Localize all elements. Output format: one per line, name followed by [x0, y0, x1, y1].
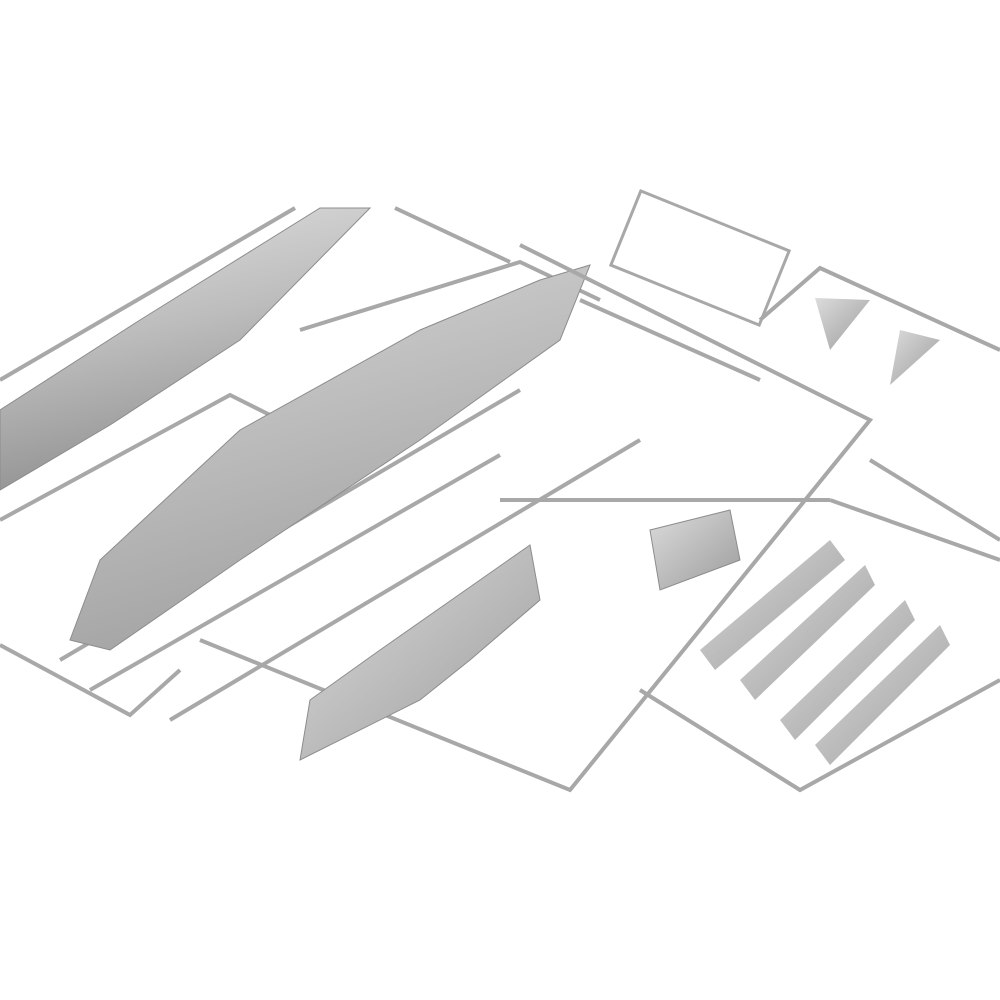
small-parts-sprue: [608, 188, 792, 328]
wing-part: [0, 207, 372, 491]
float-part: [700, 540, 845, 670]
fuselage-half-part: [69, 264, 591, 651]
tail-panel-part: [649, 509, 741, 591]
tail-parts-sprue: [758, 265, 1000, 542]
stabilizer-part: [890, 330, 940, 385]
float-parts-sprue: [638, 498, 1000, 793]
float-part: [815, 625, 950, 765]
float-part: [740, 565, 875, 700]
cockpit-frame-part: [299, 544, 541, 761]
stabilizer-part: [815, 298, 870, 350]
float-part: [780, 600, 915, 740]
